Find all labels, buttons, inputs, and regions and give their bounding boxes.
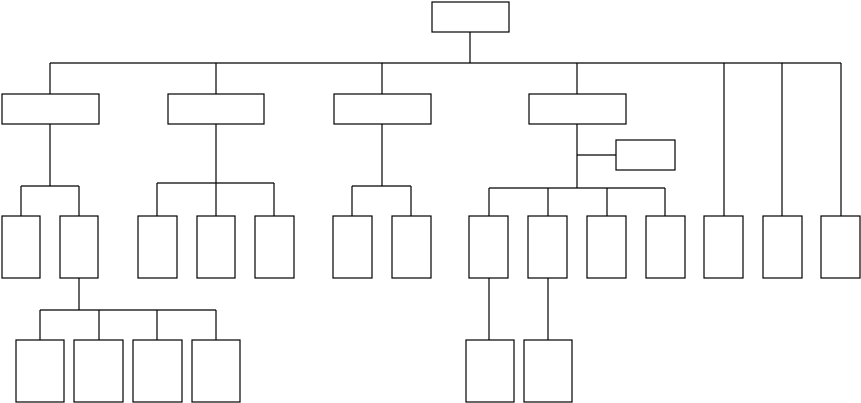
node-d2 (527, 215, 568, 279)
node-d3 (586, 215, 627, 279)
node-a2d (191, 339, 241, 403)
node-a2 (59, 215, 99, 279)
node-a2a (15, 339, 65, 403)
node-d4 (645, 215, 686, 279)
node-a2c (132, 339, 183, 403)
connectors (20, 32, 842, 340)
node-d1a (465, 339, 515, 403)
node-a (1, 93, 100, 125)
node-d-assistant (615, 139, 676, 171)
node-b3 (254, 215, 295, 279)
node-c2 (391, 215, 432, 279)
node-c (333, 93, 432, 125)
node-b1 (137, 215, 178, 279)
node-b2 (196, 215, 236, 279)
node-a1 (1, 215, 41, 279)
node-e (703, 215, 744, 279)
node-c1 (332, 215, 373, 279)
node-a2b (73, 339, 124, 403)
node-b (167, 93, 265, 125)
node-root (431, 1, 510, 33)
node-g (820, 215, 861, 279)
node-f (762, 215, 803, 279)
node-d1 (468, 215, 509, 279)
node-d (528, 93, 627, 125)
node-d2a (523, 339, 573, 403)
